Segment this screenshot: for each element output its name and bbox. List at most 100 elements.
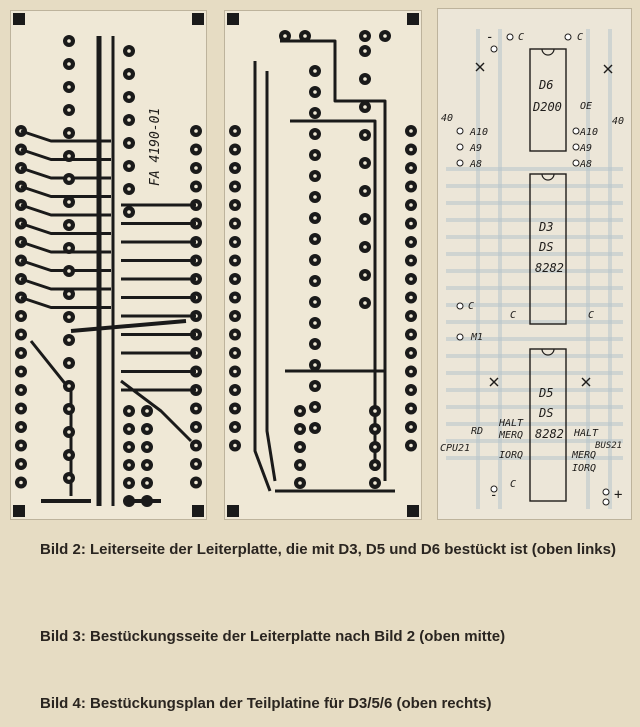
assembly-ring-1 [456,143,464,151]
assembly-ring-0 [456,127,464,135]
assembly-cross-0-b [475,62,485,72]
c-pad-col-a-7-hole [313,216,317,220]
assembly-cross-2-b [489,377,499,387]
label-merq-left: MERQ [498,430,523,441]
caption-bild-2: Bild 2: Leiterseite der Leiterplatte, di… [40,541,616,558]
chip-ref-d6: D6 [538,78,553,92]
ic-pad-a-15-hole [67,384,71,388]
ic-pad-b-5-hole [127,164,131,168]
ic-pad-b-7-hole [127,210,131,214]
label-rd: RD [471,426,483,437]
ic-pad-a-5-hole [67,154,71,158]
label-c-top-right: C [577,32,583,43]
chip-type2-d3: 8282 [535,261,564,275]
c-outer-left [253,61,272,492]
chip-notch-d3 [541,173,555,181]
assembly-ring-3 [572,127,580,135]
c-edge-pad-left-5-hole [233,221,237,226]
c-pad-col-b-5-hole [363,189,367,193]
solder-corner-0 [13,13,25,25]
ic-pad-a-19-hole [67,476,71,480]
chip-type-d3: DS [538,240,553,254]
c-pad-lower-a-0-hole [298,409,302,413]
assembly-ring-12 [564,33,572,41]
c-edge-pad-left-7-hole [233,258,237,263]
c-edge-pad-left-17-hole [233,443,237,448]
c-edge-pad-right-13-hole [409,369,413,374]
trace-l-3 [20,185,111,198]
chip-type-d5: DS [538,406,553,420]
c-inner-left [265,71,277,482]
c-pad-col-b-0-hole [363,49,367,53]
c-edge-pad-left-11-hole [233,332,237,337]
c-edge-pad-left-13-hole [233,369,237,374]
c-edge-pad-right-6-hole [409,240,413,244]
label-plus-bottom: + [614,487,622,503]
edge-pad-left-12-hole [19,351,23,355]
c-edge-pad-left-14-hole [233,388,237,392]
c-pad-col-b-1-hole [363,77,367,81]
c-pad-col-a-12-hole [313,321,317,325]
c-edge-pad-right-0-hole [409,129,413,133]
ghost-traces [446,29,623,509]
edge-pad-left-16-hole [19,425,23,429]
ic-pad-a-12-hole [67,315,71,319]
ic-pad-b-0-hole [127,49,131,53]
c-edge-pad-right-7-hole [409,258,413,263]
trace-l-9 [20,296,111,309]
assembly-ring-5 [572,159,580,167]
label-halt-left: HALT [498,418,524,429]
c-pad-col-a-3-hole [313,132,317,136]
label-cpu21: CPU21 [440,443,470,454]
c-edge-pad-right-14-hole [409,388,413,392]
ic-pad-a-14-hole [67,361,71,365]
c-pad-col-a-15-hole [313,384,317,388]
solder-corner-2 [13,505,25,517]
ic-pad-a-7-hole [67,200,71,204]
c-edge-pad-left-12-hole [233,351,237,355]
label-m1: M1 [470,332,483,343]
trace-l-8 [20,277,111,291]
c-pad-col-a-2-hole [313,111,317,115]
solder-corner-3 [192,505,204,517]
c-edge-pad-right-1-hole [409,147,413,152]
ic-pad-a-13-hole [67,338,71,342]
assembly-ring-9 [490,485,498,493]
edge-pad-left-10-hole [19,314,23,318]
c-edge-pad-right-12-hole [409,351,413,355]
trace-l-1 [20,148,111,161]
c-mid-loop [290,119,377,471]
c-edge-pad-right-5-hole [409,221,413,226]
c-pad-col-a-10-hole [313,279,317,283]
c-edge-pad-right-11-hole [409,332,413,337]
c-pad-col-b-6-hole [363,217,367,221]
trace-l-0 [20,129,111,143]
ic-pad-c-1-hole [127,427,131,431]
c-pad-col-a-4-hole [313,153,317,157]
assembly-cross-1-b [603,64,613,74]
edge-pad-left-13-hole [19,369,23,374]
c-pad-col-a-5-hole [313,174,317,178]
label-a8-left: A8 [469,159,482,170]
ic-pad-c-2-hole [127,445,131,449]
ic-pad-a-1-hole [67,62,71,66]
edge-pad-right-1-hole [194,147,198,152]
lower-right-trace [120,379,193,443]
ic-pad-a-17-hole [67,430,71,434]
c-pad-col-b-3-hole [363,133,367,137]
c-pad-col-a-9-hole [313,258,317,262]
c-pad-col-b-7-hole [363,245,367,249]
label-c-bottom: C [510,479,516,490]
trace-l-4 [20,203,111,217]
trace-l-6 [20,240,111,254]
c-edge-pad-right-10-hole [409,314,413,318]
assembly-ring-4 [572,143,580,151]
c-edge-pad-left-0-hole [233,129,237,133]
chip-notch-d6 [541,48,555,56]
c-pad-col-a-11-hole [313,300,317,304]
edge-pad-left-14-hole [19,388,23,392]
cross-bar [70,319,187,333]
chip-notch-d5 [541,348,555,356]
solder-corner-1 [192,13,204,25]
ic-pad-d-1-hole [145,427,149,431]
